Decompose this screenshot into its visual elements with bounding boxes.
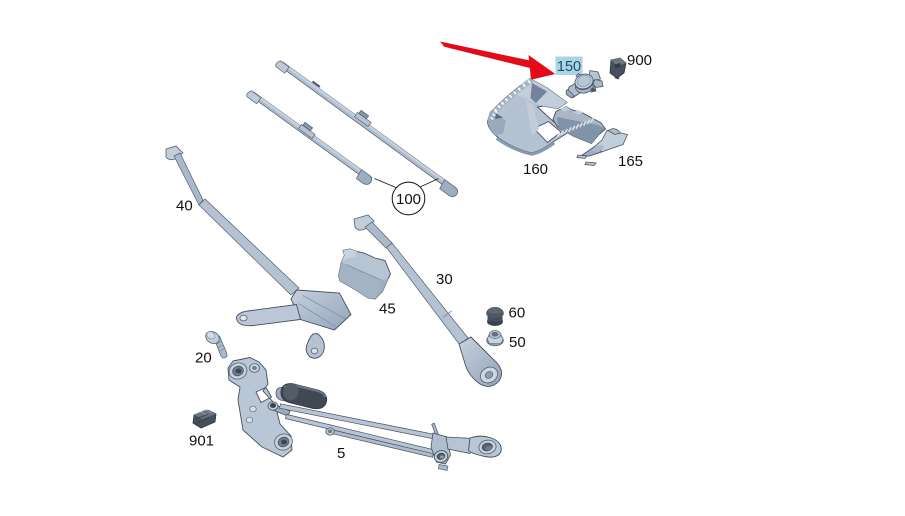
svg-text:50: 50 [509,334,526,351]
svg-text:165: 165 [618,153,643,170]
svg-text:900: 900 [627,52,652,69]
svg-text:901: 901 [189,433,214,450]
svg-text:30: 30 [436,271,453,288]
svg-text:5: 5 [337,445,345,462]
svg-text:20: 20 [195,350,212,367]
svg-text:160: 160 [523,161,548,178]
svg-text:100: 100 [396,191,421,208]
svg-text:40: 40 [176,198,193,215]
svg-text:60: 60 [509,305,526,322]
svg-text:150: 150 [557,59,581,75]
svg-text:45: 45 [379,301,396,318]
